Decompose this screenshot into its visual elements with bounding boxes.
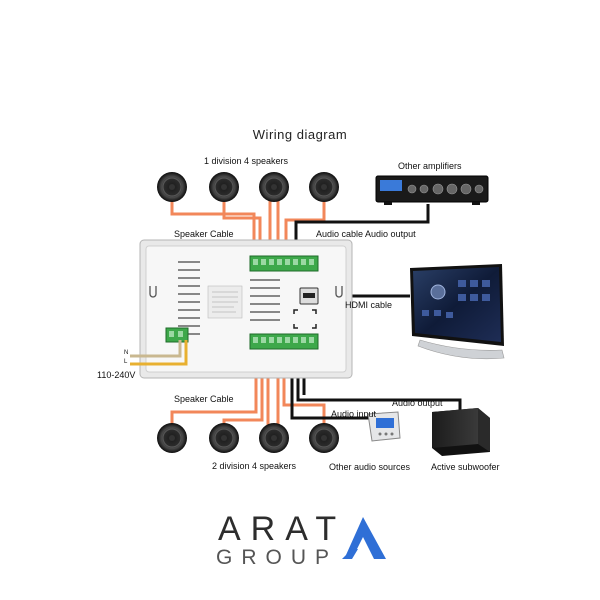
bottom-speakers xyxy=(157,423,339,453)
power-terminal-block xyxy=(165,327,189,343)
amplifier-panel xyxy=(139,239,353,379)
active-subwoofer xyxy=(432,408,490,456)
top-terminal-block xyxy=(249,255,319,272)
ceiling-speaker xyxy=(157,172,187,202)
ceiling-speaker xyxy=(309,423,339,453)
active-subwoofer-label: Active subwoofer xyxy=(431,462,500,472)
audio-cable-output-label: Audio cable Audio output xyxy=(316,229,416,239)
bottom-terminal-block xyxy=(249,333,319,350)
live-label: L xyxy=(124,359,128,365)
ceiling-speaker xyxy=(259,172,289,202)
ceiling-speaker xyxy=(157,423,187,453)
brand-triangle-logo xyxy=(342,517,386,559)
ceiling-speaker xyxy=(209,172,239,202)
other-amplifier-unit xyxy=(375,175,489,205)
brand-subtitle: GROUP xyxy=(216,546,339,569)
tv-display xyxy=(410,264,505,360)
neutral-label: N xyxy=(124,350,129,356)
division2-label: 2 division 4 speakers xyxy=(212,461,297,471)
voltage-label: 110-240V xyxy=(97,370,136,380)
power-wires xyxy=(130,340,188,366)
audio-output-label: Audio output xyxy=(392,398,443,408)
brand-wordmark: ARAT xyxy=(218,510,347,548)
speaker-cable-top-label: Speaker Cable xyxy=(174,229,234,239)
speaker-cable-bottom-label: Speaker Cable xyxy=(174,394,234,404)
top-speakers xyxy=(157,172,339,202)
other-amplifiers-label: Other amplifiers xyxy=(398,161,462,171)
ceiling-speaker xyxy=(309,172,339,202)
ceiling-speaker xyxy=(209,423,239,453)
page-title: Wiring diagram xyxy=(252,127,348,142)
ceiling-speaker xyxy=(259,423,289,453)
division1-label: 1 division 4 speakers xyxy=(204,156,289,166)
audio-input-label: Audio input xyxy=(331,409,377,419)
other-audio-sources-label: Other audio sources xyxy=(329,462,411,472)
hdmi-cable-label: HDMI cable xyxy=(345,300,393,310)
other-audio-source-device xyxy=(367,411,401,442)
